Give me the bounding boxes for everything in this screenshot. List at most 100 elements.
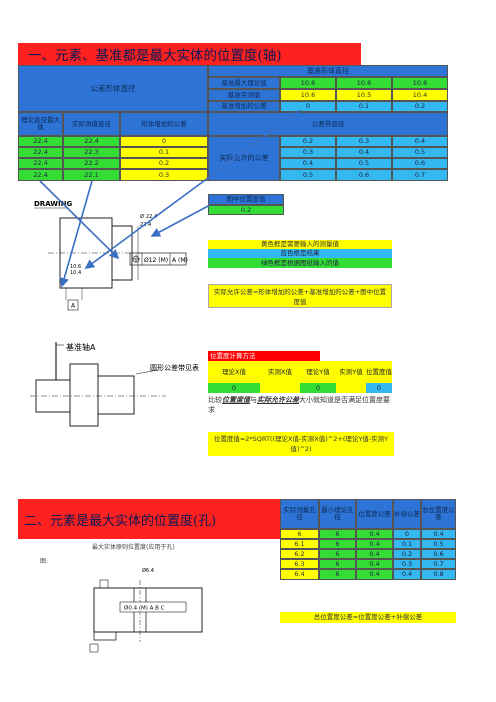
datum-cell: 0 xyxy=(280,101,336,112)
hole-cell: 0.4 xyxy=(421,529,456,539)
hole-cell[interactable]: 6 xyxy=(319,569,356,580)
col-added: 形体增加的公差 xyxy=(120,112,208,136)
theory-cell[interactable]: 22.4 xyxy=(18,147,63,158)
section2-summary: 总位置度公差=位置度公差+补偿公差 xyxy=(280,612,456,623)
hole-col-1: 最小理论孔径 xyxy=(319,499,356,529)
hole-cell: 0.3 xyxy=(393,559,421,569)
hole-cell: 0 xyxy=(393,529,421,539)
dim-22-4: 22.4 xyxy=(146,214,157,220)
hole-col-0: 实际测量孔径 xyxy=(280,499,319,529)
hole-cell[interactable]: 0.4 xyxy=(356,539,393,549)
compare-em1: 位置度值 xyxy=(222,396,250,404)
compare-em2: 实际允许公差 xyxy=(257,396,299,404)
datum-cell[interactable]: 10.6 xyxy=(280,77,336,89)
added-cell: 0.1 xyxy=(120,147,208,158)
pos-value[interactable]: 0.2 xyxy=(208,205,284,215)
fcf-datum: A (M) xyxy=(172,257,188,264)
actual-cell[interactable]: 22.3 xyxy=(63,147,120,158)
hole-drawing: Ø6.4 Ø0.4 (M) A B C xyxy=(89,567,203,653)
datum-cell[interactable]: 10.6 xyxy=(280,89,336,101)
section1-title: 一、元素、基准都是最大实体的位置度(轴) xyxy=(18,43,361,65)
hole-cell[interactable]: 6 xyxy=(319,539,356,549)
zone-cell: 0.7 xyxy=(392,169,448,181)
hole-cell[interactable]: 6 xyxy=(319,559,356,569)
col-actual: 实际测值直径 xyxy=(63,112,120,136)
datum-axis-drawing: 基准轴A 圆形公差带见表 xyxy=(30,342,199,427)
datum-cell[interactable]: 10.6 xyxy=(336,77,392,89)
formula-note: 实际允许公差=形体增加的公差+基准增加的公差+图中位置度值 xyxy=(208,284,392,308)
dim-10-4: 10.4 xyxy=(70,270,81,276)
section2-fig-label: 图: xyxy=(40,558,49,565)
dim-10-6: 10.6 xyxy=(70,264,81,270)
legend-green: 绿色框是根据图纸输入的值 xyxy=(208,258,392,268)
added-cell: 0.2 xyxy=(120,158,208,169)
hole-cell: 0.4 xyxy=(393,569,421,580)
hole-cell[interactable]: 0.4 xyxy=(356,549,393,559)
zone-cell: 0.4 xyxy=(336,147,392,158)
calc-col2: 实测X值 xyxy=(260,361,300,383)
hole-cell[interactable]: 0.4 xyxy=(356,569,393,580)
hole-col-4: 总位置度公差 xyxy=(421,499,456,529)
col-zone: 公差带直径 xyxy=(208,112,448,136)
calc-val2[interactable] xyxy=(260,383,300,393)
actual-cell[interactable]: 22.1 xyxy=(63,169,120,181)
hole-cell[interactable]: 6.1 xyxy=(280,539,319,549)
zone-cell: 0.2 xyxy=(280,136,336,147)
zone-label-2: 圆形公差带见表 xyxy=(150,363,199,372)
hole-col-2: 位置度公差 xyxy=(356,499,393,529)
calc-title: 位置度计算方法 xyxy=(208,351,320,361)
datum-cell[interactable]: 10.5 xyxy=(336,89,392,101)
hole-cell: 0.8 xyxy=(421,569,456,580)
legend-cyan: 蓝色框是结果 xyxy=(208,249,392,258)
zone-cell: 0.3 xyxy=(336,136,392,147)
hole-cell[interactable]: 6 xyxy=(319,529,356,539)
zone-cell: 0.3 xyxy=(280,147,336,158)
dim-64: Ø6.4 xyxy=(142,567,154,574)
calc-val5: 0 xyxy=(366,383,392,393)
compare-note: 比较位置度值与实际允许公差大小就知道是否满足位置度要求 xyxy=(208,396,390,414)
zone-label: 实际允许的公差 xyxy=(208,136,280,181)
hole-cell[interactable]: 6.4 xyxy=(280,569,319,580)
actual-cell[interactable]: 22.2 xyxy=(63,158,120,169)
datum-cell: 0.1 xyxy=(336,101,392,112)
hole-cell[interactable]: 6.2 xyxy=(280,549,319,559)
calc-col1: 理论X值 xyxy=(208,361,260,383)
zone-cell: 0.6 xyxy=(336,169,392,181)
dim-phi: Ø xyxy=(140,213,144,220)
drawing-label: DRAWING xyxy=(34,200,72,208)
zone-cell: 0.4 xyxy=(280,158,336,169)
datum-row-label-2: 基准增加的公差 xyxy=(208,101,280,112)
hole-cell[interactable]: 6 xyxy=(319,549,356,559)
calc-val3[interactable]: 0 xyxy=(300,383,336,393)
hole-cell[interactable]: 0.4 xyxy=(356,529,393,539)
theory-cell[interactable]: 22.4 xyxy=(18,136,63,147)
pos-label: 图中位置度值 xyxy=(208,194,284,205)
calc-val1[interactable]: 0 xyxy=(208,383,260,393)
hole-cell: 0.2 xyxy=(393,549,421,559)
section2-title: 二、元素是最大实体的位置度(孔) xyxy=(18,499,280,539)
legend-yellow: 黄色框是需要输入的测量值 xyxy=(208,240,392,249)
calc-col5: 位置度值 xyxy=(366,361,392,383)
fcf-value: Ø12 (M) xyxy=(144,257,168,264)
col-theory: 理论直径最大值 xyxy=(18,112,63,136)
hole-cell: 0.5 xyxy=(421,539,456,549)
actual-cell[interactable]: 22.4 xyxy=(63,136,120,147)
hole-cell[interactable]: 6.3 xyxy=(280,559,319,569)
calc-formula: 位置度值=2*SQRT((理论X值-实测X值)^2+(理论Y值-实测Y值)^2) xyxy=(208,432,394,456)
zone-cell: 0.5 xyxy=(280,169,336,181)
datum-a: A xyxy=(71,303,76,310)
zone-cell: 0.5 xyxy=(392,147,448,158)
datum-cell[interactable]: 10.6 xyxy=(392,77,448,89)
datum-cell[interactable]: 10.4 xyxy=(392,89,448,101)
zone-cell: 0.6 xyxy=(392,158,448,169)
section2-title-text: 二、元素是最大实体的位置度(孔) xyxy=(24,513,217,529)
calc-val4[interactable] xyxy=(336,383,366,393)
datum-row-label-0: 基准最大理论值 xyxy=(208,77,280,89)
theory-cell[interactable]: 22.4 xyxy=(18,158,63,169)
hole-cell: 0.7 xyxy=(421,559,456,569)
calc-col4: 实测Y值 xyxy=(336,361,366,383)
hole-cell[interactable]: 0.4 xyxy=(356,559,393,569)
datum-cell: 0.2 xyxy=(392,101,448,112)
hole-cell[interactable]: 6 xyxy=(280,529,319,539)
